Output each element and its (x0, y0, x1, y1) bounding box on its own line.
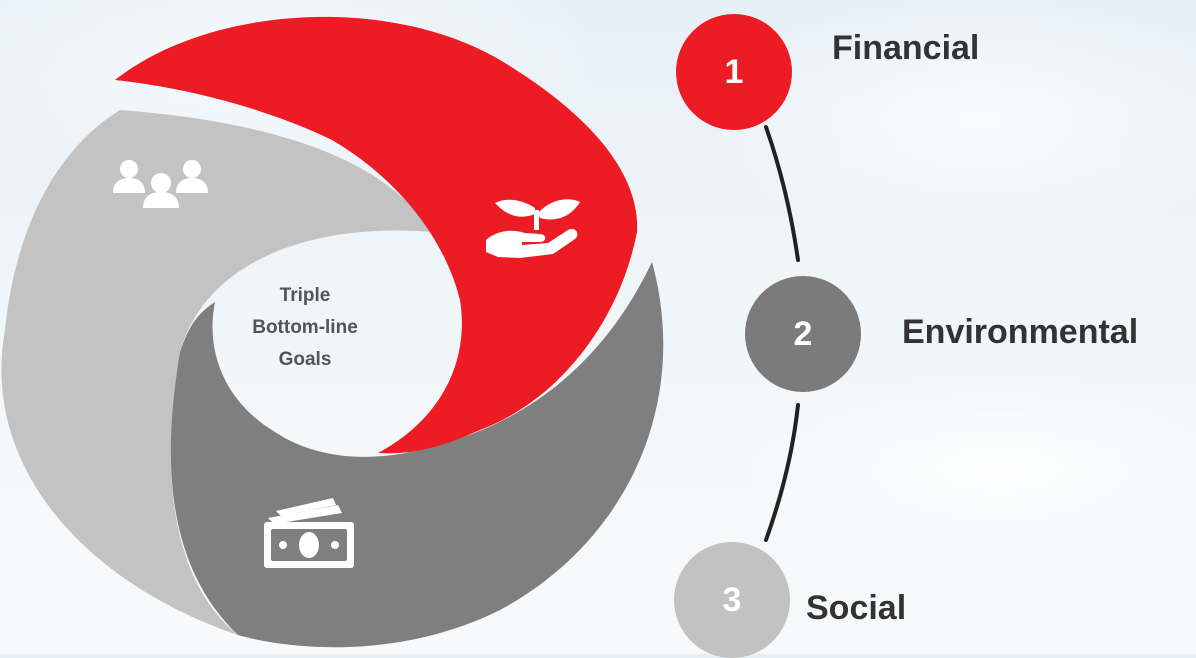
step-1-circle: 1 (676, 14, 792, 130)
step-1-number: 1 (724, 52, 744, 91)
step-2-label: Environmental (902, 313, 1139, 351)
step-3-label: Social (806, 589, 907, 627)
center-title-line-3: Goals (278, 349, 332, 370)
step-1-label: Financial (832, 29, 980, 67)
center-title-line-2: Bottom-line (252, 317, 358, 338)
step-3-number: 3 (722, 580, 742, 619)
step-2-number: 2 (793, 314, 813, 353)
center-title: Triple Bottom-line Goals (235, 280, 375, 376)
people-group-icon (113, 160, 208, 208)
step-2-circle: 2 (745, 276, 861, 392)
center-title-line-1: Triple (279, 285, 331, 306)
plant-in-hand-icon (486, 199, 580, 258)
social-segment (1, 110, 432, 635)
connector-2-3 (764, 403, 800, 542)
step-3-circle: 3 (674, 542, 790, 658)
money-bills-icon (264, 498, 354, 568)
connector-1-2 (764, 125, 800, 262)
financial-segment (115, 16, 638, 454)
